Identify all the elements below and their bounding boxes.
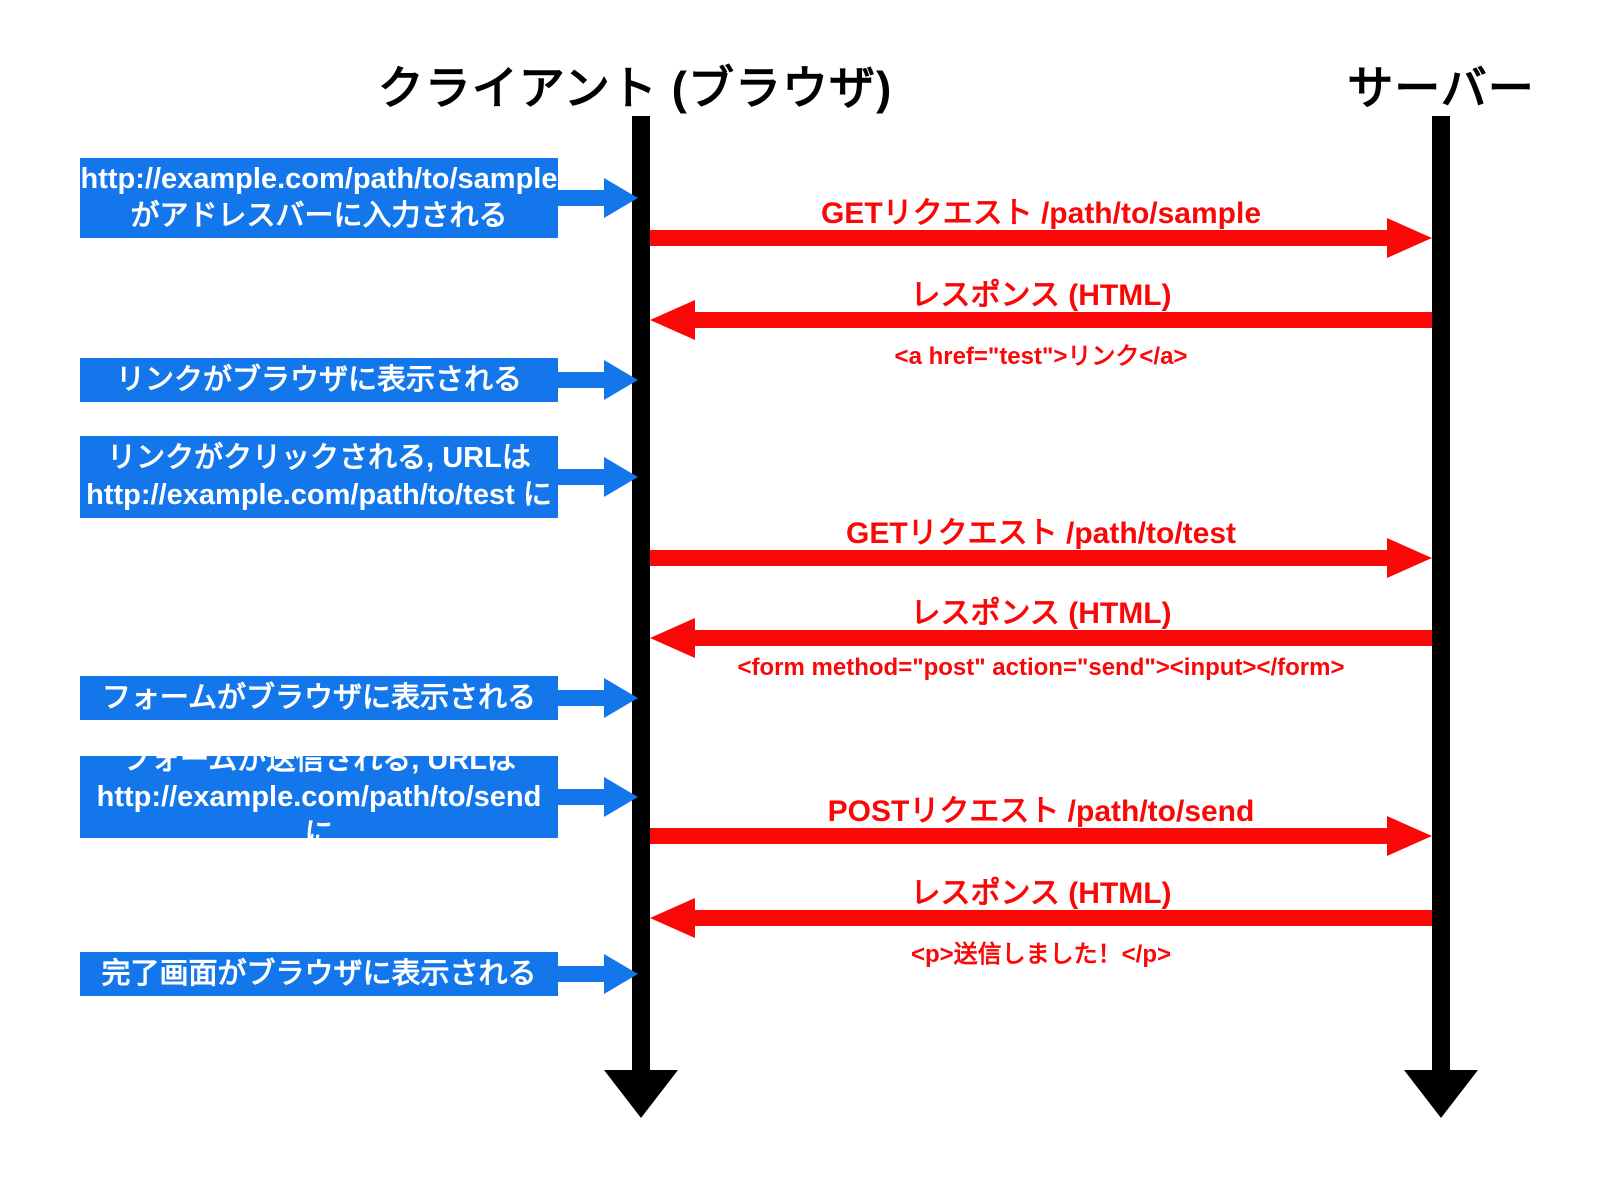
- down-arrow-icon: [1404, 1070, 1478, 1118]
- right-arrow-icon: [1387, 218, 1432, 258]
- left-arrow-icon: [650, 898, 695, 938]
- arrow-shaft: [650, 828, 1387, 844]
- message-payload: <p>送信しました！</p>: [910, 941, 1172, 968]
- right-arrow-icon: [558, 178, 638, 218]
- right-arrow-icon: [558, 678, 638, 718]
- client-event-text: 完了画面がブラウザに表示される: [101, 957, 537, 990]
- right-arrow-icon: [1387, 538, 1432, 578]
- client-event-box: フォームがブラウザに表示される: [80, 676, 638, 720]
- down-arrow-icon: [604, 1070, 678, 1118]
- client-event-box: リンクがブラウザに表示される: [80, 358, 638, 402]
- message-label: POSTリクエスト /path/to/send: [827, 795, 1255, 828]
- client-event-text: リンクがブラウザに表示される: [115, 363, 522, 396]
- right-arrow-icon: [1387, 816, 1432, 856]
- left-arrow-icon: [650, 618, 695, 658]
- message-label: GETリクエスト /path/to/sample: [820, 197, 1262, 230]
- message-label: GETリクエスト /path/to/test: [846, 517, 1236, 550]
- message-payload: <form method="post" action="send"><input…: [737, 654, 1345, 681]
- message-get-request-sample: GETリクエスト /path/to/sample: [650, 197, 1432, 258]
- message-get-request-test: GETリクエスト /path/to/test: [650, 517, 1432, 578]
- message-response-html-3: レスポンス (HTML) <p>送信しました！</p>: [650, 877, 1432, 968]
- client-event-text: フォームがブラウザに表示される: [101, 681, 537, 714]
- right-arrow-icon: [558, 954, 638, 994]
- arrow-shaft: [650, 230, 1387, 246]
- client-event-box: リンクがクリックされる, URLは http://example.com/pat…: [80, 436, 638, 518]
- client-event-text: http://example.com/path/to/sample がアドレスバ…: [80, 163, 558, 232]
- client-lifeline: [632, 116, 650, 1070]
- message-label: レスポンス (HTML): [910, 279, 1172, 312]
- message-post-request-send: POSTリクエスト /path/to/send: [650, 795, 1432, 856]
- arrow-shaft: [695, 910, 1432, 926]
- right-arrow-icon: [558, 360, 638, 400]
- message-response-html-2: レスポンス (HTML) <form method="post" action=…: [650, 597, 1432, 681]
- message-label: レスポンス (HTML): [910, 877, 1172, 910]
- message-label: レスポンス (HTML): [910, 597, 1172, 630]
- message-response-html-1: レスポンス (HTML) <a href="test">リンク</a>: [650, 279, 1432, 370]
- client-event-text: フォームが送信される, URLは http://example.com/path…: [96, 743, 542, 850]
- arrow-shaft: [695, 312, 1432, 328]
- right-arrow-icon: [558, 457, 638, 497]
- server-lane-title: サーバー: [1347, 62, 1535, 114]
- client-lane-title: クライアント (ブラウザ): [377, 62, 893, 114]
- arrow-shaft: [650, 550, 1387, 566]
- client-event-text: リンクがクリックされる, URLは http://example.com/pat…: [86, 442, 552, 511]
- left-arrow-icon: [650, 300, 695, 340]
- client-event-box: 完了画面がブラウザに表示される: [80, 952, 638, 996]
- right-arrow-icon: [558, 777, 638, 817]
- server-lifeline: [1432, 116, 1450, 1070]
- message-payload: <a href="test">リンク</a>: [894, 343, 1188, 370]
- arrow-shaft: [695, 630, 1432, 646]
- client-event-box: フォームが送信される, URLは http://example.com/path…: [80, 744, 638, 850]
- client-event-box: http://example.com/path/to/sample がアドレスバ…: [80, 158, 638, 238]
